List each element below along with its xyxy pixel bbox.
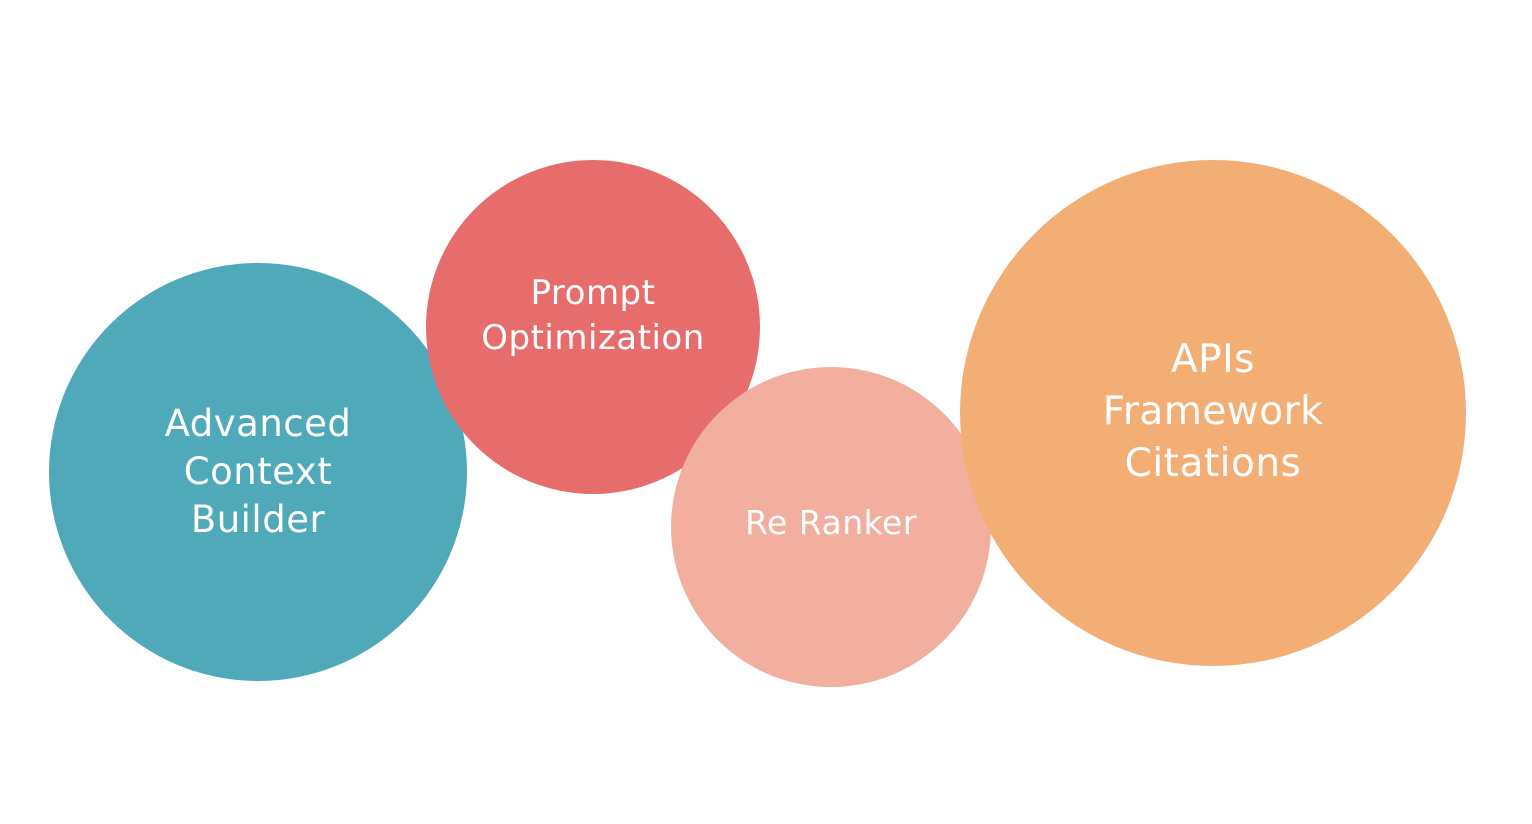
bubble-label: Prompt Optimization [481,271,705,361]
bubble-advanced-context-builder: Advanced Context Builder [49,263,467,681]
bubble-re-ranker: Re Ranker [671,367,991,687]
bubble-prompt-optimization: Prompt Optimization [426,160,760,494]
bubble-label-line: Framework [1102,389,1324,434]
bubble-label-line: Advanced [164,402,352,445]
bubble-label-line: Context [183,450,333,493]
bubble-label-line: Prompt [530,273,656,313]
bubble-label-line: Builder [190,498,326,541]
bubble-label-line: APIs [1170,337,1255,382]
bubble-label: Re Ranker [745,502,917,544]
bubble-label-line: Optimization [481,318,705,358]
bubble-label-line: Citations [1124,441,1302,486]
bubble-label: Advanced Context Builder [165,400,352,544]
bubble-label-line: Re Ranker [745,503,917,542]
bubble-apis-framework-citations: APIs Framework Citations [960,160,1466,666]
bubble-label: APIs Framework Citations [1103,334,1323,490]
